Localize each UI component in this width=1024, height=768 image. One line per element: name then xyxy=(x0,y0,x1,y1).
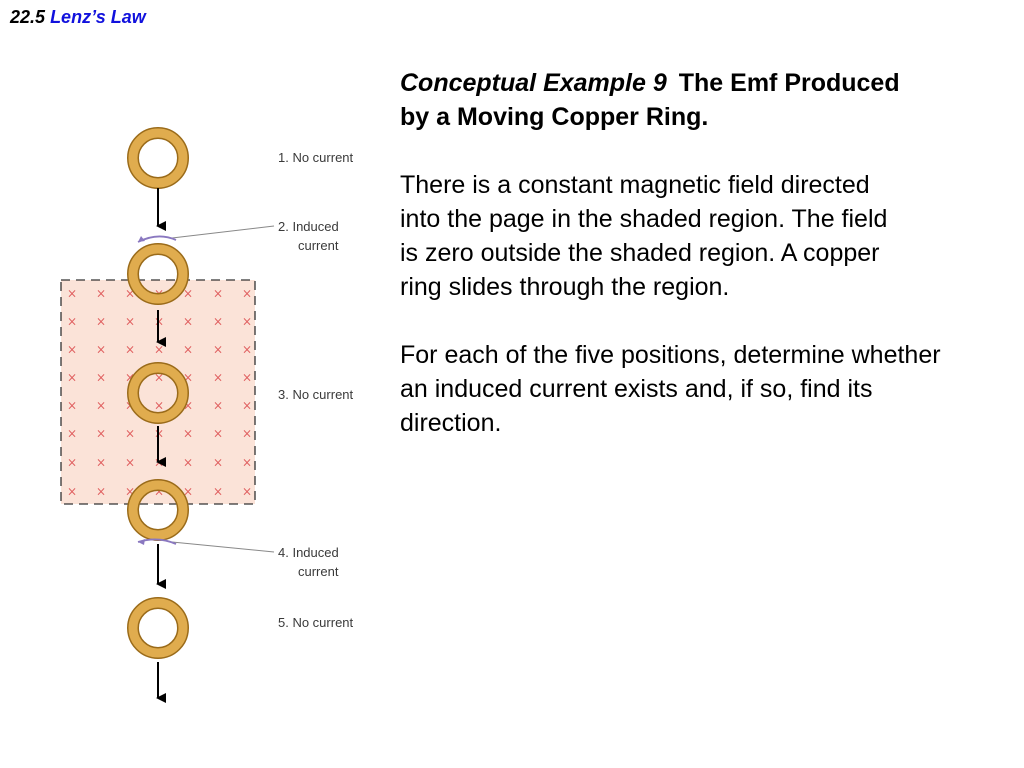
field-x-mark: × xyxy=(96,399,106,413)
label-position-2-line2: current xyxy=(298,238,339,253)
field-x-mark: × xyxy=(67,371,77,385)
field-x-mark: × xyxy=(67,399,77,413)
field-x-mark: × xyxy=(183,427,193,441)
field-x-mark: × xyxy=(67,287,77,301)
field-x-mark: × xyxy=(183,371,193,385)
example-title-line2: by a Moving Copper Ring. xyxy=(400,103,709,131)
field-x-mark: × xyxy=(96,456,106,470)
field-x-mark: × xyxy=(183,456,193,470)
field-x-mark: × xyxy=(242,315,252,329)
paragraph-1-line-2: into the page in the shaded region. The … xyxy=(400,205,888,233)
copper-ring-5 xyxy=(127,597,189,659)
field-x-mark: × xyxy=(125,456,135,470)
copper-ring-figure: × × × × × × × × × × × × × × × × × × × × × × × × × × × × × × × × × × × × × × × ×… xyxy=(60,127,354,703)
induced-current-arrowhead-4 xyxy=(138,539,145,545)
label-position-4-line2: current xyxy=(298,564,339,579)
field-x-mark: × xyxy=(183,343,193,357)
paragraph-1-line-3: is zero outside the shaded region. A cop… xyxy=(400,239,880,267)
field-x-mark: × xyxy=(213,315,223,329)
field-x-mark: × xyxy=(242,399,252,413)
field-x-mark: × xyxy=(213,343,223,357)
field-x-mark: × xyxy=(125,371,135,385)
field-x-mark: × xyxy=(125,287,135,301)
field-x-mark: × xyxy=(125,315,135,329)
paragraph-1-line-4: ring slides through the region. xyxy=(400,273,730,301)
field-x-mark: × xyxy=(154,371,164,385)
field-x-mark: × xyxy=(96,287,106,301)
copper-ring-4 xyxy=(127,479,189,541)
section-title: Lenz’s Law xyxy=(50,7,146,27)
field-x-mark: × xyxy=(96,315,106,329)
field-x-mark: × xyxy=(154,343,164,357)
label-position-5: 5. No current xyxy=(278,615,354,630)
field-x-mark: × xyxy=(96,343,106,357)
paragraph-2: For each of the five positions, determin… xyxy=(400,338,1020,440)
field-x-mark: × xyxy=(242,371,252,385)
field-x-mark: × xyxy=(67,456,77,470)
field-x-mark: × xyxy=(242,287,252,301)
copper-ring-2 xyxy=(127,243,189,305)
field-x-mark: × xyxy=(125,485,135,499)
field-x-mark: × xyxy=(125,343,135,357)
field-x-mark: × xyxy=(154,485,164,499)
field-x-mark: × xyxy=(213,399,223,413)
field-x-mark: × xyxy=(242,427,252,441)
field-x-mark: × xyxy=(183,399,193,413)
paragraph-2-line-1: For each of the five positions, determin… xyxy=(400,341,941,369)
label-position-4-line1: 4. Induced xyxy=(278,545,339,560)
leader-line-2 xyxy=(171,225,275,239)
field-x-mark: × xyxy=(96,371,106,385)
field-x-mark: × xyxy=(213,485,223,499)
field-x-mark: × xyxy=(183,315,193,329)
field-x-mark: × xyxy=(67,427,77,441)
field-x-mark: × xyxy=(242,343,252,357)
field-x-mark: × xyxy=(96,427,106,441)
example-heading: Conceptual Example 9 The Emf Produced by … xyxy=(400,66,1020,134)
induced-current-arrowhead-2 xyxy=(138,236,145,242)
example-title-line1: The Emf Produced xyxy=(678,69,900,97)
field-x-mark: × xyxy=(242,456,252,470)
field-x-mark: × xyxy=(125,427,135,441)
paragraph-2-line-2: an induced current exists and, if so, fi… xyxy=(400,375,873,403)
copper-ring-1 xyxy=(127,127,189,189)
label-position-2-line1: 2. Induced xyxy=(278,219,339,234)
example-content: Conceptual Example 9 The Emf Produced by … xyxy=(400,66,1020,440)
paragraph-1: There is a constant magnetic field direc… xyxy=(400,168,1020,304)
field-x-mark: × xyxy=(183,287,193,301)
leader-line-4 xyxy=(171,541,275,553)
paragraph-1-line-1: There is a constant magnetic field direc… xyxy=(400,171,870,199)
field-x-mark: × xyxy=(96,485,106,499)
paragraph-2-line-3: direction. xyxy=(400,409,502,437)
field-x-mark: × xyxy=(213,456,223,470)
field-x-mark: × xyxy=(213,427,223,441)
section-header: 22.5 Lenz’s Law xyxy=(10,7,146,28)
label-position-1: 1. No current xyxy=(278,150,354,165)
example-label: Conceptual Example 9 xyxy=(400,69,667,97)
field-x-mark: × xyxy=(242,485,252,499)
field-x-mark: × xyxy=(213,371,223,385)
field-x-mark: × xyxy=(67,343,77,357)
field-x-mark: × xyxy=(67,485,77,499)
label-position-3: 3. No current xyxy=(278,387,354,402)
field-x-mark: × xyxy=(67,315,77,329)
section-number: 22.5 xyxy=(10,7,46,27)
field-x-mark: × xyxy=(213,287,223,301)
field-x-mark: × xyxy=(154,399,164,413)
copper-ring-3 xyxy=(127,362,189,424)
field-x-mark: × xyxy=(183,485,193,499)
